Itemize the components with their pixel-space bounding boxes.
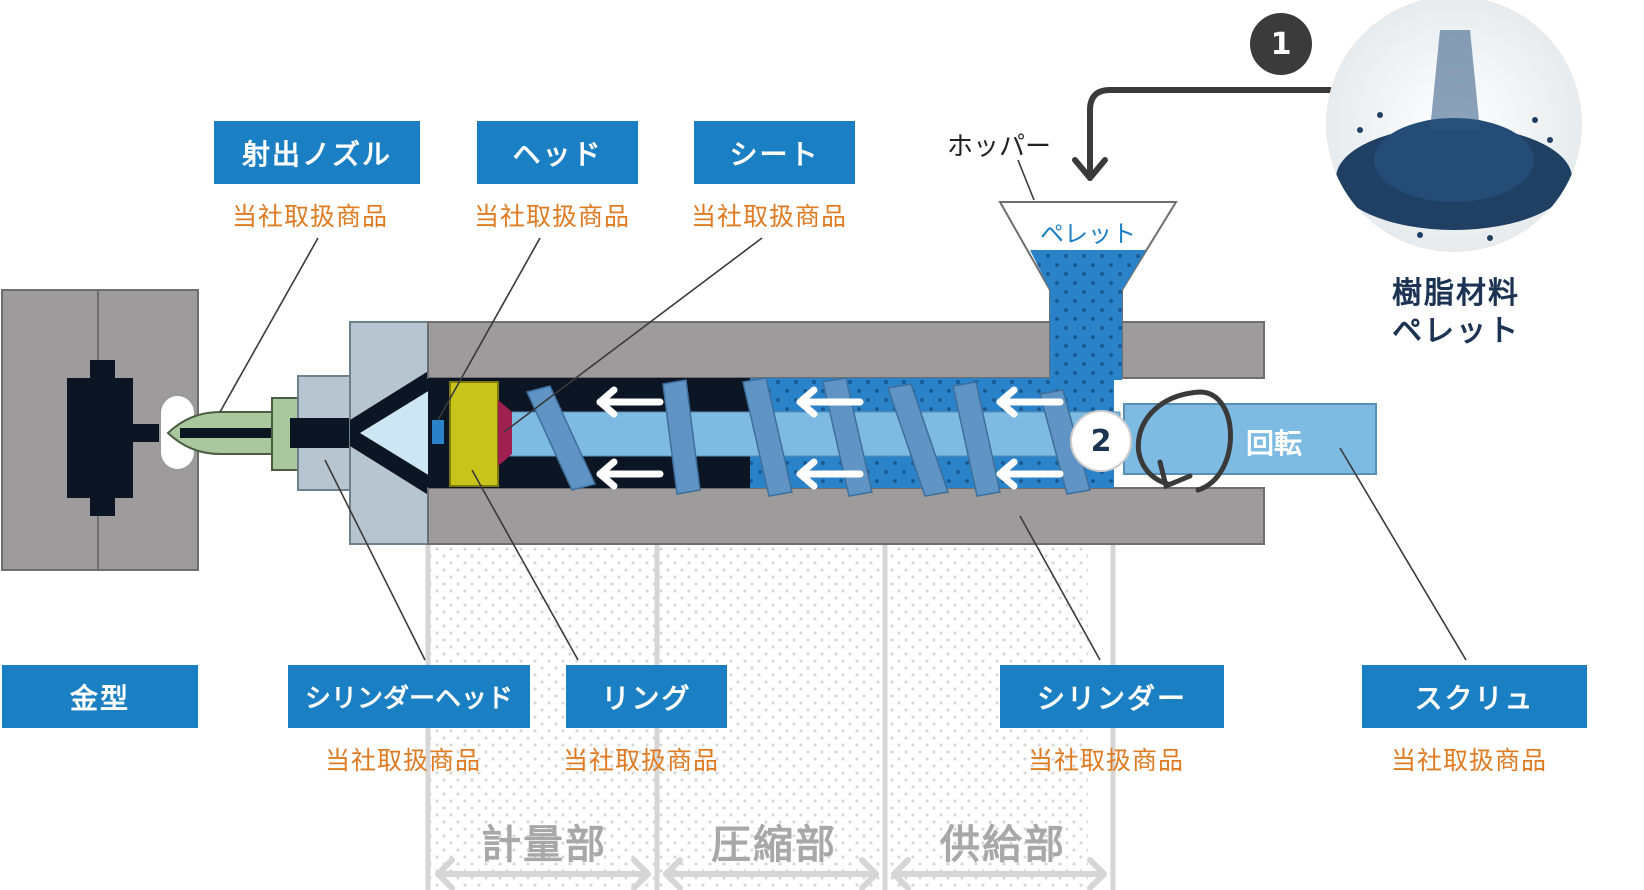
ring-label: リング <box>566 665 727 728</box>
section-arrows <box>435 857 1107 890</box>
ring-note: 当社取扱商品 <box>563 746 720 775</box>
cylinder-head-label: シリンダーヘッド <box>288 665 530 728</box>
mold-label: 金型 <box>2 665 198 728</box>
feed-arrow <box>1072 87 1333 181</box>
step-1-badge: 1 <box>1250 13 1312 75</box>
resin-label-line2: ペレット <box>1392 314 1520 349</box>
head-label: ヘッド <box>477 121 638 184</box>
step-2-badge: 2 <box>1070 410 1132 472</box>
resin-pellets-image <box>1326 0 1582 252</box>
leader-lines <box>219 159 1467 661</box>
nozzle-label: 射出ノズル <box>214 121 420 184</box>
check-ring-assembly <box>432 381 512 487</box>
screw-note: 当社取扱商品 <box>1391 746 1548 775</box>
injection-nozzle <box>159 375 360 491</box>
cylinder-head <box>349 321 431 545</box>
cylinder-head-note: 当社取扱商品 <box>325 746 482 775</box>
head-note: 当社取扱商品 <box>474 202 631 231</box>
cylinder-label: シリンダー <box>1000 665 1224 728</box>
cylinder-note: 当社取扱商品 <box>1028 746 1185 775</box>
screw-sections-background <box>425 540 1116 890</box>
hopper-label: ホッパー <box>947 132 1052 162</box>
metering-section-label: 計量部 <box>481 822 607 868</box>
resin-label-line1: 樹脂材料 <box>1392 276 1520 311</box>
hopper-pellet-label: ペレット <box>1040 220 1136 248</box>
seat-label: シート <box>694 121 855 184</box>
screw <box>499 377 1377 497</box>
compression-section-label: 圧縮部 <box>711 822 837 868</box>
rotation-label: 回転 <box>1246 427 1303 460</box>
feed-section-label: 供給部 <box>940 822 1066 868</box>
seat-note: 当社取扱商品 <box>691 202 848 231</box>
flow-arrows <box>596 386 1064 490</box>
rotation-arrow <box>1135 389 1233 493</box>
hopper <box>998 201 1178 380</box>
nozzle-note: 当社取扱商品 <box>232 202 389 231</box>
screw-label: スクリュ <box>1362 665 1587 728</box>
mold <box>1 289 199 571</box>
